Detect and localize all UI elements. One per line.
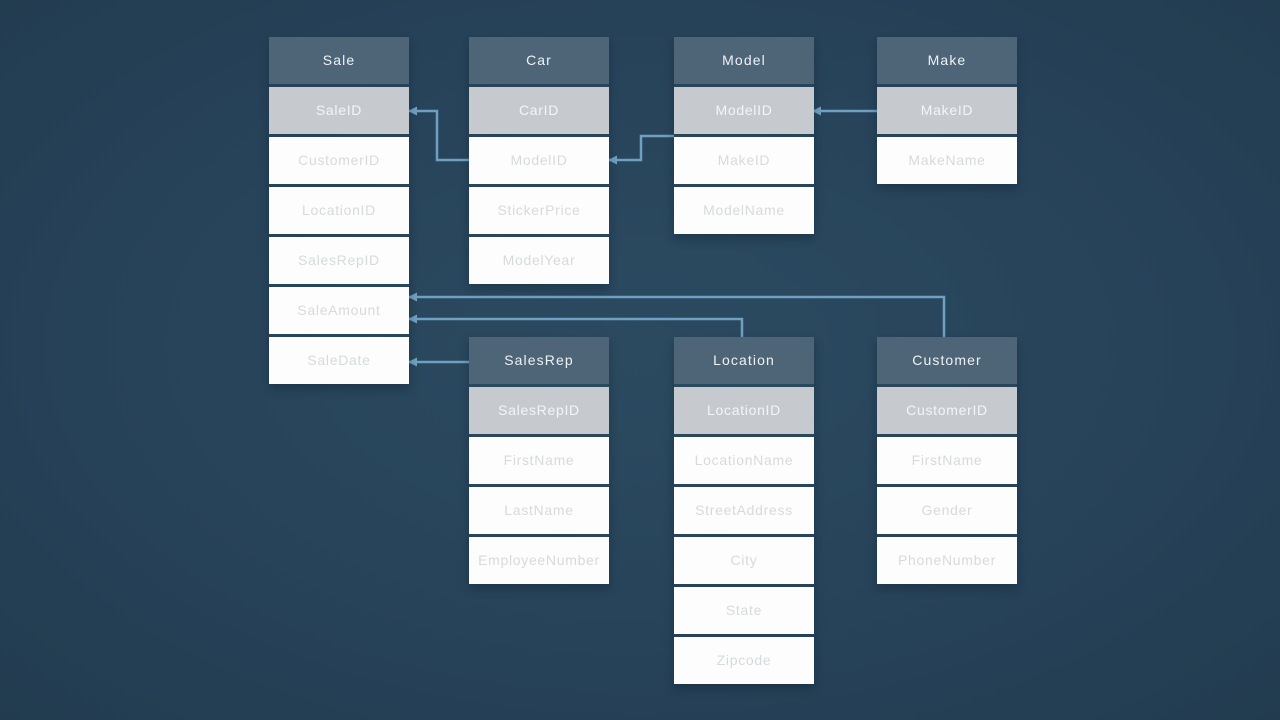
connector-sale-locationid-to-location [409, 317, 744, 337]
connector-arrowhead-sale-locationid-to-location [408, 314, 417, 324]
primary-key-row-customerid: CustomerID [877, 387, 1017, 434]
field-row-firstname: FirstName [877, 437, 1017, 484]
field-row-customerid: CustomerID [269, 137, 409, 184]
field-row-modelid: ModelID [469, 137, 609, 184]
field-row-zipcode: Zipcode [674, 637, 814, 684]
field-row-modelname: ModelName [674, 187, 814, 234]
field-row-modelyear: ModelYear [469, 237, 609, 284]
field-row-lastname: LastName [469, 487, 609, 534]
field-row-firstname: FirstName [469, 437, 609, 484]
field-row-makeid: MakeID [674, 137, 814, 184]
connector-sale-customerid-to-customer [409, 295, 946, 337]
field-row-makename: MakeName [877, 137, 1017, 184]
field-row-stickerprice: StickerPrice [469, 187, 609, 234]
field-row-locationid: LocationID [269, 187, 409, 234]
table-title-car: Car [469, 37, 609, 84]
field-row-state: State [674, 587, 814, 634]
field-row-gender: Gender [877, 487, 1017, 534]
field-row-phonenumber: PhoneNumber [877, 537, 1017, 584]
primary-key-row-locationid: LocationID [674, 387, 814, 434]
field-row-saledate: SaleDate [269, 337, 409, 384]
connector-arrowhead-sale-salesrepid-to-salesrep [408, 357, 417, 367]
table-title-salesrep: SalesRep [469, 337, 609, 384]
connector-sale-saleid-to-car-modelid [409, 109, 469, 162]
table-title-model: Model [674, 37, 814, 84]
connector-arrowhead-sale-saleid-to-car-modelid [408, 106, 417, 116]
primary-key-row-makeid: MakeID [877, 87, 1017, 134]
primary-key-row-salesrepid: SalesRepID [469, 387, 609, 434]
field-row-saleamount: SaleAmount [269, 287, 409, 334]
connector-arrowhead-sale-customerid-to-customer [408, 292, 417, 302]
field-row-salesrepid: SalesRepID [269, 237, 409, 284]
table-title-make: Make [877, 37, 1017, 84]
primary-key-row-modelid: ModelID [674, 87, 814, 134]
table-title-customer: Customer [877, 337, 1017, 384]
table-title-location: Location [674, 337, 814, 384]
field-row-employeenumber: EmployeeNumber [469, 537, 609, 584]
connector-arrowhead-car-modelid-to-model [608, 155, 617, 165]
connector-car-modelid-to-model [609, 134, 674, 162]
field-row-locationname: LocationName [674, 437, 814, 484]
primary-key-row-saleid: SaleID [269, 87, 409, 134]
field-row-city: City [674, 537, 814, 584]
field-row-streetaddress: StreetAddress [674, 487, 814, 534]
primary-key-row-carid: CarID [469, 87, 609, 134]
table-title-sale: Sale [269, 37, 409, 84]
